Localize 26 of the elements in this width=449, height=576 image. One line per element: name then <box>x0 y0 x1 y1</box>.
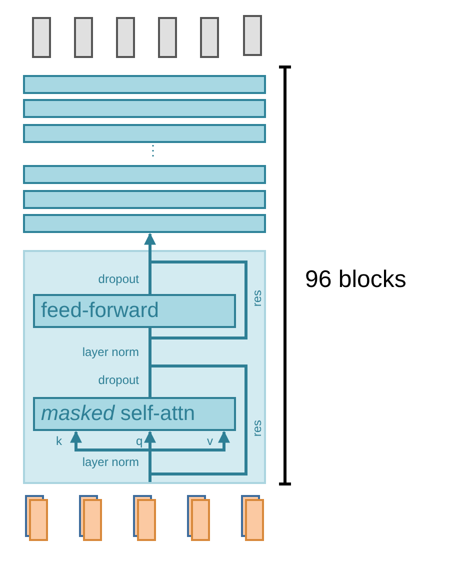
residual-label: res <box>250 420 264 437</box>
layer-box: masked self-attn <box>33 397 236 431</box>
step-label: dropout <box>98 373 142 387</box>
transformer-block <box>23 250 266 484</box>
output-token <box>32 17 51 58</box>
output-token <box>243 15 262 56</box>
edge-label: k <box>56 434 62 448</box>
output-token <box>116 17 135 58</box>
output-token <box>158 17 177 58</box>
edge-label: q <box>136 434 143 448</box>
dimension-label: 96 blocks <box>305 266 406 294</box>
layer-bar <box>23 99 266 118</box>
ellipsis-mark: ⋮ <box>146 143 160 157</box>
layer-bar <box>23 190 266 209</box>
output-token <box>74 17 93 58</box>
connector-line <box>148 328 152 397</box>
layer-box: feed-forward <box>33 294 236 328</box>
arrow <box>144 232 156 294</box>
residual-label: res <box>250 290 264 307</box>
step-label: dropout <box>98 272 142 286</box>
layer-bar <box>23 124 266 143</box>
edge-label: v <box>207 434 213 448</box>
layer-bar <box>23 165 266 184</box>
output-token <box>200 17 219 58</box>
layer-bar <box>23 214 266 233</box>
layer-bar <box>23 75 266 94</box>
